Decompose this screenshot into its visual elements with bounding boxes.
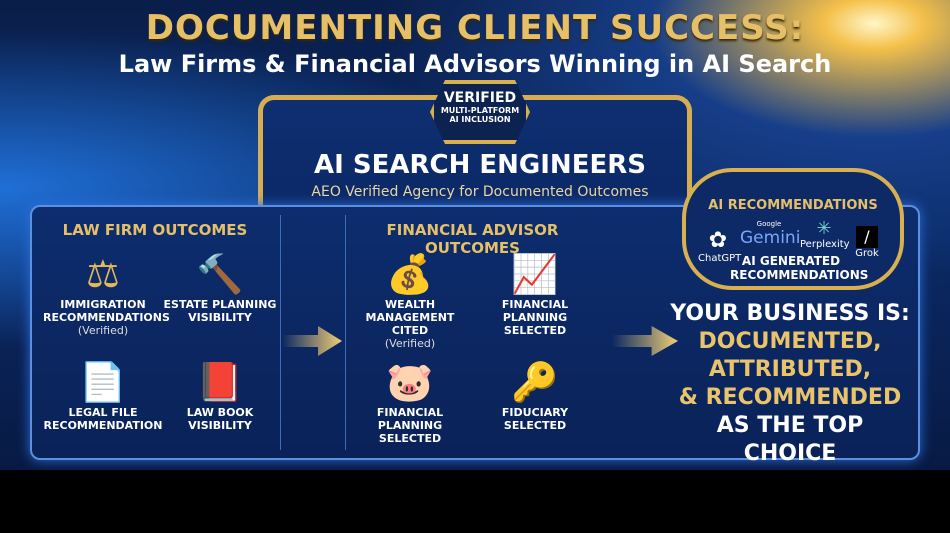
ai-heading: AI RECOMMENDATIONS	[708, 198, 878, 213]
chatgpt-logo: ✿ChatGPT	[698, 228, 742, 264]
divider	[345, 215, 346, 450]
finance-item-planning: 📈FINANCIAL PLANNING SELECTED	[475, 250, 595, 337]
law-item-legal-file: 📄LEGAL FILE RECOMMENDATION	[43, 358, 163, 432]
chatgpt-icon: ✿	[708, 228, 728, 253]
item-label: FIDUCIARY SELECTED	[501, 406, 569, 432]
google-label: Google	[756, 220, 782, 228]
finance-item-fiduciary: 🔑FIDUCIARY SELECTED	[475, 358, 595, 432]
law-item-law-book: 📕LAW BOOK VISIBILITY	[160, 358, 280, 432]
item-label: WEALTH MANAGEMENT CITED	[365, 298, 455, 337]
result-line3: ATTRIBUTED,	[708, 357, 872, 382]
infographic: DOCUMENTING CLIENT SUCCESS: Law Firms & …	[0, 0, 950, 470]
finance-item-wealth: 💰WEALTH MANAGEMENT CITED(Verified)	[350, 250, 470, 350]
law-book-icon: 📕	[196, 360, 244, 404]
chatgpt-label: ChatGPT	[698, 253, 742, 264]
verified-badge: VERIFIED MULTI-PLATFORM AI INCLUSION	[430, 80, 530, 144]
scales-icon: ⚖	[85, 252, 121, 296]
gavel-icon: 🔨	[196, 252, 244, 296]
item-label: FINANCIAL PLANNING SELECTED	[501, 298, 569, 337]
perplexity-logo: ✳Perplexity	[800, 218, 850, 250]
grok-label: Grok	[855, 248, 879, 259]
result-line1: YOUR BUSINESS IS:	[670, 301, 910, 326]
item-label: LEGAL FILE RECOMMENDATION	[43, 406, 163, 432]
legal-file-icon: 📄	[79, 360, 127, 404]
agency-tagline: AEO Verified Agency for Documented Outco…	[311, 184, 649, 200]
finance-item-planning-2: 🐷FINANCIAL PLANNING SELECTED	[350, 358, 470, 445]
grok-icon: /	[856, 226, 878, 248]
item-note: (Verified)	[384, 337, 436, 350]
result-line4: & RECOMMENDED	[678, 385, 902, 410]
result-line5: AS THE TOP CHOICE	[716, 413, 864, 466]
perplexity-icon: ✳	[816, 218, 832, 239]
title: DOCUMENTING CLIENT SUCCESS:	[145, 8, 805, 48]
law-item-estate: 🔨ESTATE PLANNING VISIBILITY	[160, 250, 280, 324]
subtitle: Law Firms & Financial Advisors Winning i…	[118, 50, 832, 78]
caption-line1: AI GENERATED	[741, 254, 841, 268]
item-note: (Verified)	[77, 324, 129, 337]
item-label: ESTATE PLANNING VISIBILITY	[163, 298, 277, 324]
badge-line2: MULTI-PLATFORM	[440, 106, 520, 115]
grok-logo: /Grok	[852, 226, 882, 259]
finance-heading: FINANCIAL ADVISOR OUTCOMES	[386, 221, 559, 257]
piggy-bank-icon: 🐷	[386, 360, 434, 404]
badge-line1: VERIFIED	[443, 90, 517, 106]
growth-chart-icon: 📈	[511, 252, 559, 296]
item-label: FINANCIAL PLANNING SELECTED	[376, 406, 444, 445]
item-label: LAW BOOK VISIBILITY	[186, 406, 254, 432]
perplexity-label: Perplexity	[800, 239, 850, 250]
agency-name: AI SEARCH ENGINEERS	[314, 150, 646, 180]
result-statement: YOUR BUSINESS IS: DOCUMENTED, ATTRIBUTED…	[670, 300, 910, 468]
law-heading: LAW FIRM OUTCOMES	[62, 221, 248, 239]
result-line2: DOCUMENTED,	[698, 329, 882, 354]
item-label: IMMIGRATION RECOMMENDATIONS	[43, 298, 170, 324]
caption-line2: RECOMMENDATIONS	[730, 268, 869, 282]
key-icon: 🔑	[511, 360, 559, 404]
badge-line3: AI INCLUSION	[449, 115, 511, 124]
law-item-immigration: ⚖IMMIGRATION RECOMMENDATIONS(Verified)	[43, 250, 170, 337]
coins-icon: 💰	[386, 252, 434, 296]
gemini-label: Gemini	[740, 228, 801, 248]
divider	[280, 215, 281, 450]
